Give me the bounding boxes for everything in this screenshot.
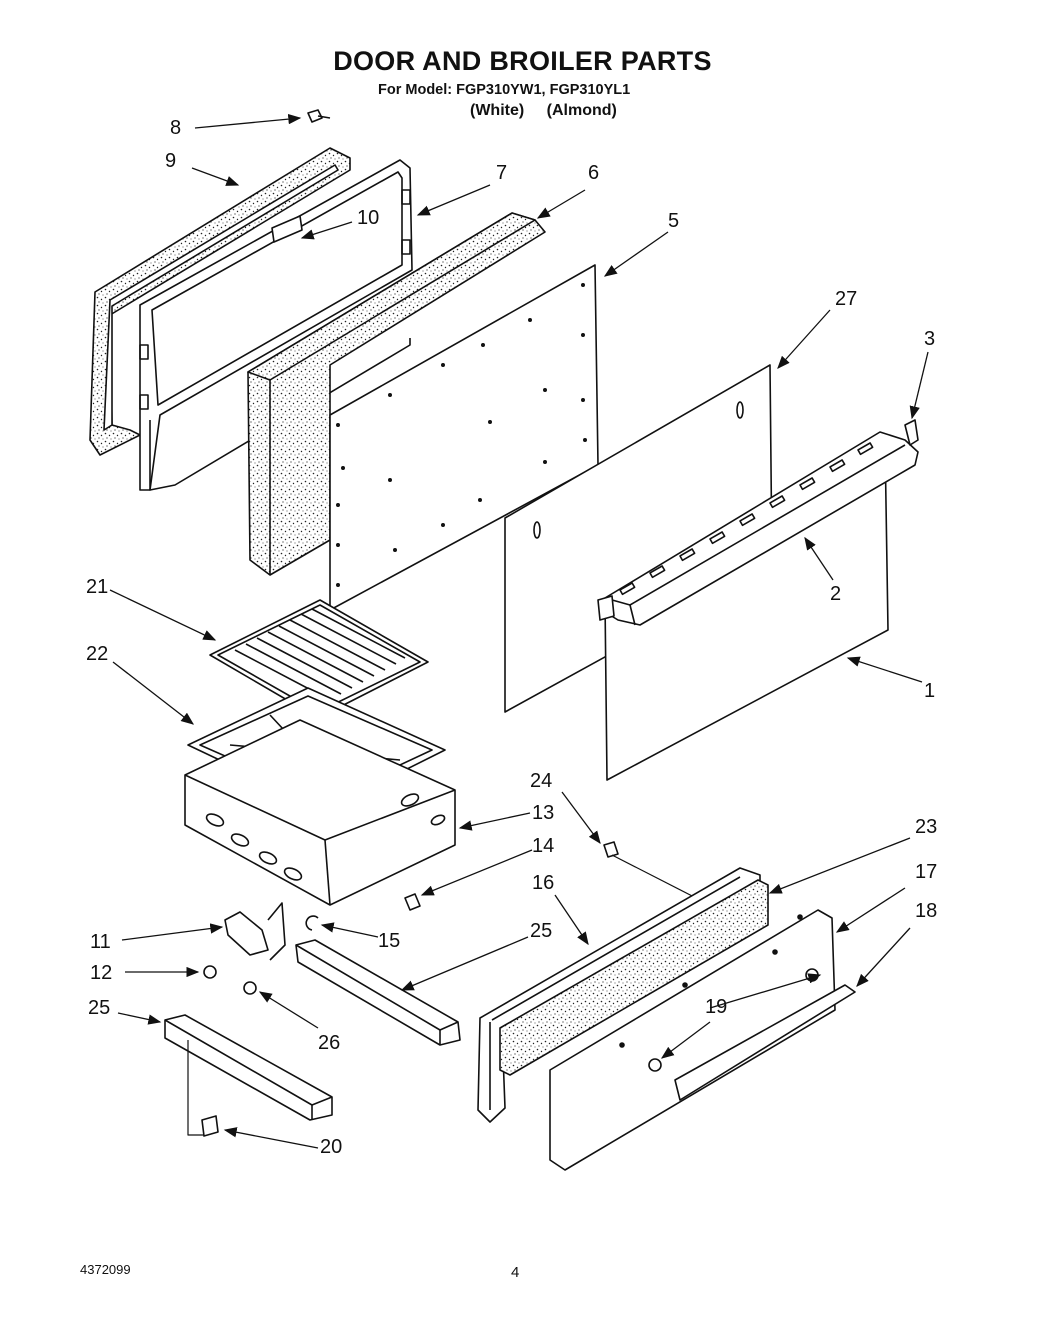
callout-8: 8 [170, 117, 182, 139]
clip-ring-part-15 [305, 915, 319, 931]
broiler-drawer-part-13 [184, 719, 456, 906]
inner-door-frame-part-7 [139, 159, 413, 491]
callout-1: 1 [924, 680, 936, 702]
model-numbers: For Model: FGP310YW1, FGP310YL1 [378, 82, 631, 98]
callout-5: 5 [668, 210, 680, 232]
callout-16: 16 [532, 872, 555, 894]
screw-part-8 [307, 109, 331, 123]
bracket-part-11 [224, 902, 286, 961]
rail-part-25-lower [164, 1014, 333, 1136]
callout-19: 19 [705, 996, 728, 1018]
door-gasket-part-9 [89, 147, 351, 456]
hinge-bracket-part-3 [904, 419, 919, 446]
callout-20: 20 [320, 1136, 343, 1158]
callout-18: 18 [915, 900, 938, 922]
door-handle-trim-part-2 [597, 431, 919, 626]
callout-25-lower: 25 [88, 997, 111, 1019]
color-variants: (White) (Almond) [470, 102, 635, 120]
callout-25-upper: 25 [530, 920, 553, 942]
broiler-grid-part-21 [209, 599, 429, 719]
callout-26: 26 [318, 1032, 341, 1054]
callout-23: 23 [915, 816, 938, 838]
callout-11: 11 [90, 931, 111, 953]
page-title: DOOR AND BROILER PARTS [333, 46, 712, 76]
bumper-part-12 [203, 965, 217, 979]
rail-part-25-upper [295, 939, 461, 1046]
page-number: 4 [511, 1264, 520, 1281]
document-number: 4372099 [80, 1262, 131, 1277]
callout-15: 15 [378, 930, 401, 952]
bumper-part-20 [201, 1115, 219, 1137]
callout-7: 7 [496, 162, 508, 184]
color-white: (White) [470, 102, 525, 119]
callout-9: 9 [165, 150, 177, 172]
clip-part-14 [404, 893, 421, 911]
callout-12: 12 [90, 962, 113, 984]
color-almond: (Almond) [546, 102, 617, 119]
leader-lines [109, 113, 929, 1149]
callout-24: 24 [530, 770, 553, 792]
broiler-door-panel-part-17 [549, 909, 836, 1171]
callout-21: 21 [86, 576, 109, 598]
callout-14: 14 [532, 835, 555, 857]
callout-27: 27 [835, 288, 858, 310]
callout-3: 3 [924, 328, 936, 350]
broiler-door-insulation-part-23 [499, 879, 769, 1076]
callout-22: 22 [86, 643, 109, 665]
door-insulation-part-6 [247, 212, 546, 576]
screw-part-26 [243, 981, 257, 995]
callout-13: 13 [532, 802, 555, 824]
callout-10: 10 [357, 207, 380, 229]
screw-part-24 [603, 841, 701, 901]
broiler-door-handle-part-18 [674, 984, 856, 1101]
callout-6: 6 [588, 162, 600, 184]
callout-2: 2 [830, 583, 842, 605]
callout-17: 17 [915, 861, 938, 883]
